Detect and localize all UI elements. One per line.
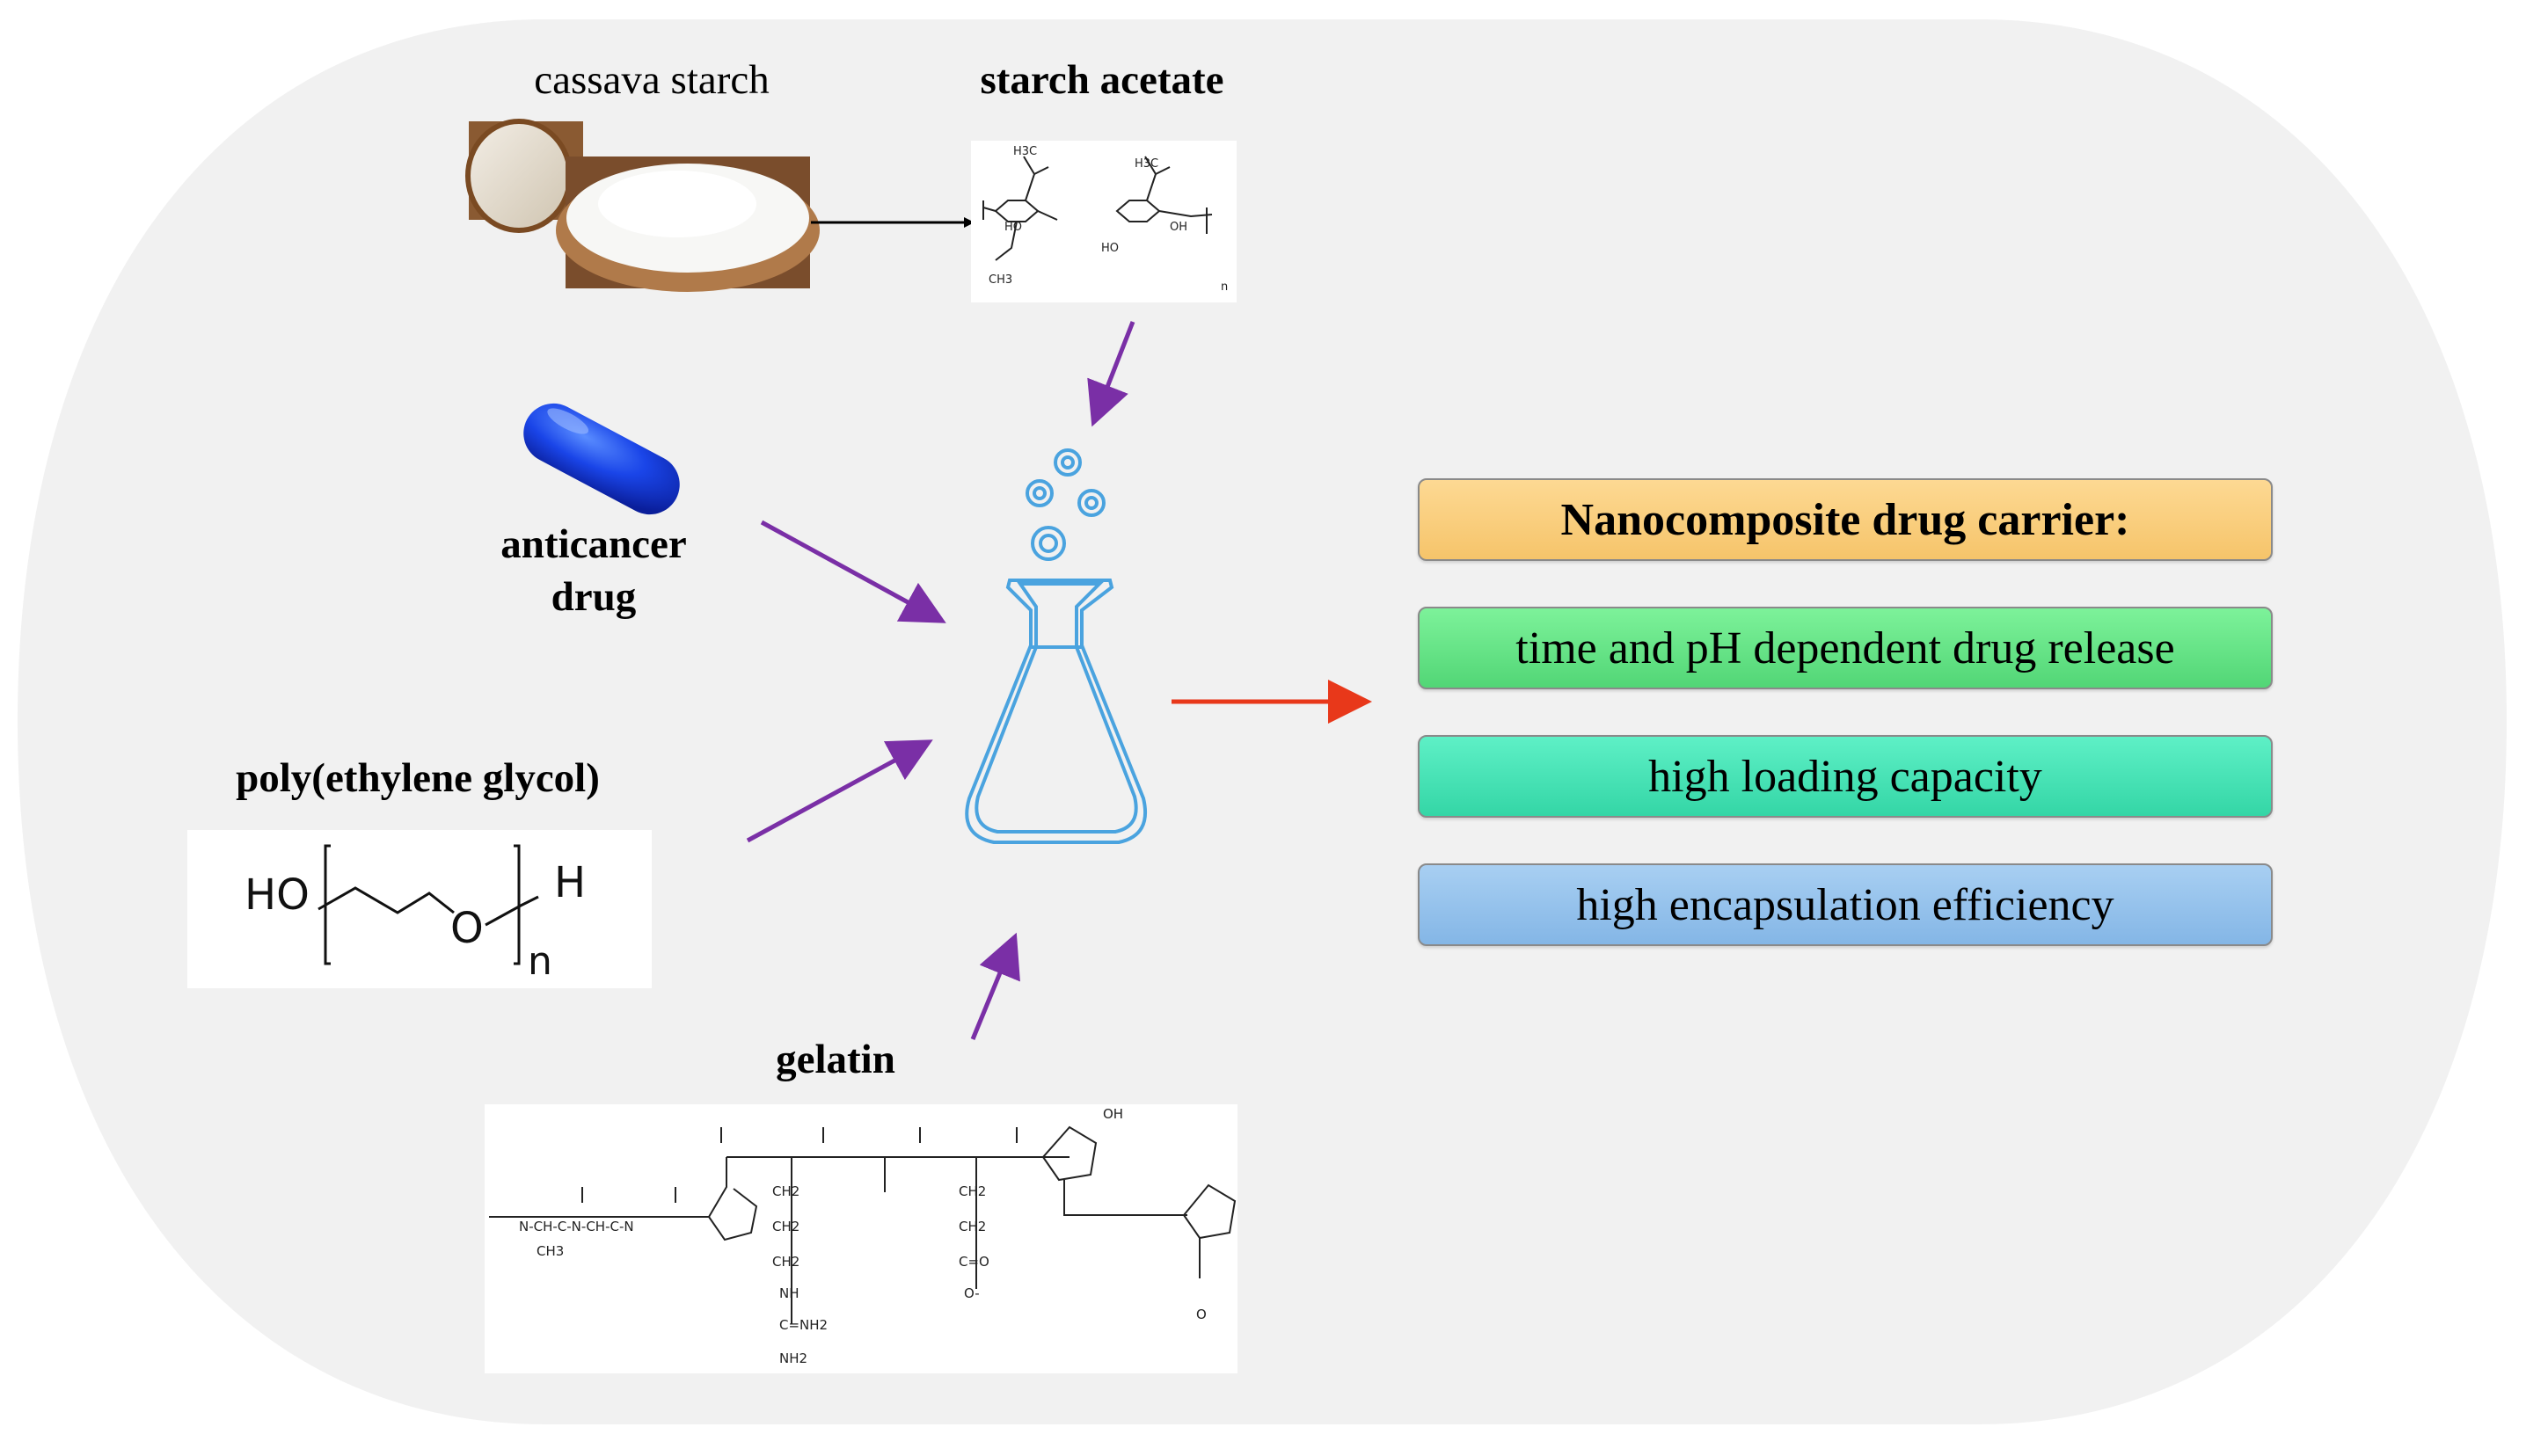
arrow-peg-to-flask [746, 739, 933, 843]
starch-acetate-structure: H3C H3C HO HO OH CH3 n [971, 141, 1237, 302]
arrow-gelatin-to-flask [970, 932, 1020, 1040]
label-cassava-starch: cassava starch [534, 57, 770, 103]
peg-o-label: O [450, 904, 484, 953]
svg-text:CH2: CH2 [772, 1254, 799, 1270]
svg-text:HO: HO [1004, 221, 1022, 234]
svg-text:CH2: CH2 [959, 1219, 986, 1234]
result-card-loading-capacity: high loading capacity [1418, 735, 2273, 818]
label-drug: drug [551, 574, 637, 620]
background-shape [18, 19, 2507, 1424]
svg-text:OH: OH [1170, 221, 1187, 234]
cassava-starch-image [465, 119, 820, 292]
capsule-pill-icon [523, 403, 680, 515]
peg-n-label: n [528, 939, 552, 984]
svg-text:H3C: H3C [1013, 145, 1037, 158]
svg-text:HO: HO [1101, 242, 1119, 255]
result-card-drug-release-text: time and pH dependent drug release [1515, 622, 2175, 673]
flask-icon [965, 448, 1148, 844]
peg-ho-label: HO [245, 870, 310, 920]
svg-text:H3C: H3C [1135, 157, 1158, 171]
result-card-loading-capacity-text: high loading capacity [1648, 751, 2042, 802]
gelatin-structure: N-CH-C-N-CH-C-N CH3 CH2 CH2 CH2 NH C=NH2… [485, 1104, 1237, 1373]
svg-text:NH: NH [779, 1285, 799, 1301]
label-peg: poly(ethylene glycol) [236, 755, 600, 801]
label-starch-acetate: starch acetate [980, 57, 1224, 103]
arrow-drug-to-flask [760, 520, 946, 623]
svg-text:O: O [1196, 1307, 1207, 1322]
result-card-drug-release: time and pH dependent drug release [1418, 607, 2273, 689]
svg-text:CH2: CH2 [772, 1183, 799, 1199]
svg-text:O-: O- [964, 1285, 980, 1301]
svg-text:N-CH-C-N-CH-C-N: N-CH-C-N-CH-C-N [519, 1219, 634, 1234]
svg-text:NH2: NH2 [779, 1350, 807, 1366]
svg-text:CH2: CH2 [772, 1219, 799, 1234]
result-card-title-text: Nanocomposite drug carrier: [1560, 494, 2130, 545]
svg-text:OH: OH [1103, 1106, 1123, 1122]
svg-text:n: n [1221, 280, 1228, 294]
peg-h-label: H [554, 858, 586, 907]
arrow-starch-acetate-to-flask [1087, 321, 1135, 427]
peg-structure: HO O H n [187, 830, 652, 988]
result-card-title: Nanocomposite drug carrier: [1418, 478, 2273, 561]
svg-text:C=NH2: C=NH2 [779, 1317, 828, 1333]
svg-text:CH3: CH3 [537, 1243, 564, 1259]
result-card-encapsulation: high encapsulation efficiency [1418, 863, 2273, 946]
svg-text:C=O: C=O [959, 1254, 989, 1270]
svg-text:CH2: CH2 [959, 1183, 986, 1199]
label-gelatin: gelatin [776, 1037, 895, 1082]
svg-text:CH3: CH3 [989, 273, 1012, 287]
label-anticancer: anticancer [500, 521, 687, 567]
result-card-encapsulation-text: high encapsulation efficiency [1576, 879, 2114, 930]
